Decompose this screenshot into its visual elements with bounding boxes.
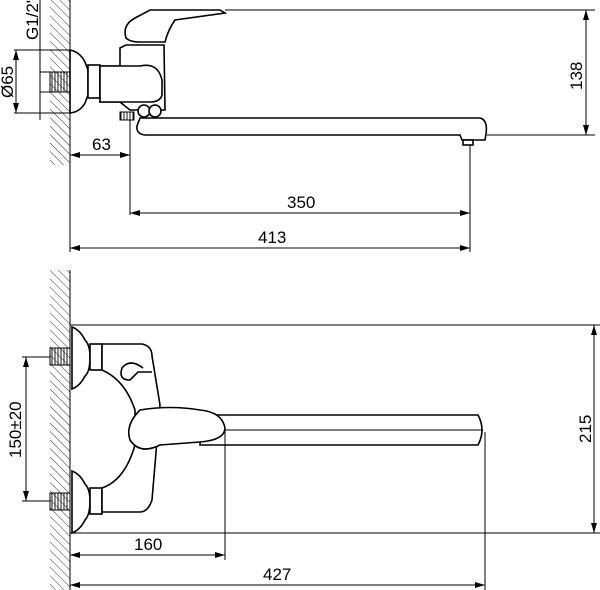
overall-width-label: 215 bbox=[576, 415, 595, 443]
diverter-knob bbox=[148, 104, 162, 118]
wall-hatch bbox=[50, 270, 70, 590]
height-label: 138 bbox=[567, 62, 586, 90]
shower-outlet-thread bbox=[119, 111, 135, 121]
diverter bbox=[137, 104, 151, 118]
nut bbox=[87, 64, 101, 99]
nut-lower bbox=[89, 487, 103, 515]
escutcheon-lower bbox=[71, 469, 91, 535]
side-view: G1/2" Ø65 63 350 413 138 bbox=[0, 0, 595, 252]
valve-front bbox=[99, 64, 163, 103]
spout bbox=[136, 117, 488, 141]
overall-length-label: 427 bbox=[263, 565, 291, 584]
inlet-spacing-label: 150±20 bbox=[6, 401, 25, 458]
lever-handle bbox=[124, 9, 228, 43]
overall-length-label: 413 bbox=[258, 228, 286, 247]
diameter-label: Ø65 bbox=[0, 66, 17, 98]
escutcheon-upper bbox=[71, 325, 91, 391]
shower-hook bbox=[120, 362, 152, 381]
thread-stub bbox=[49, 71, 71, 93]
valve-body bbox=[101, 343, 161, 513]
thread-label: G1/2" bbox=[23, 0, 42, 40]
inlet-thread-upper bbox=[49, 347, 71, 366]
top-view: 150±20 160 427 215 bbox=[6, 270, 600, 590]
handle-offset-label: 160 bbox=[134, 535, 162, 554]
spout-reach-label: 350 bbox=[287, 193, 315, 212]
lever-handle bbox=[127, 406, 226, 450]
wall-offset-label: 63 bbox=[92, 135, 111, 154]
inlet-thread-lower bbox=[49, 492, 71, 511]
nut-upper bbox=[89, 343, 103, 371]
escutcheon bbox=[69, 49, 89, 114]
aerator bbox=[462, 139, 474, 146]
